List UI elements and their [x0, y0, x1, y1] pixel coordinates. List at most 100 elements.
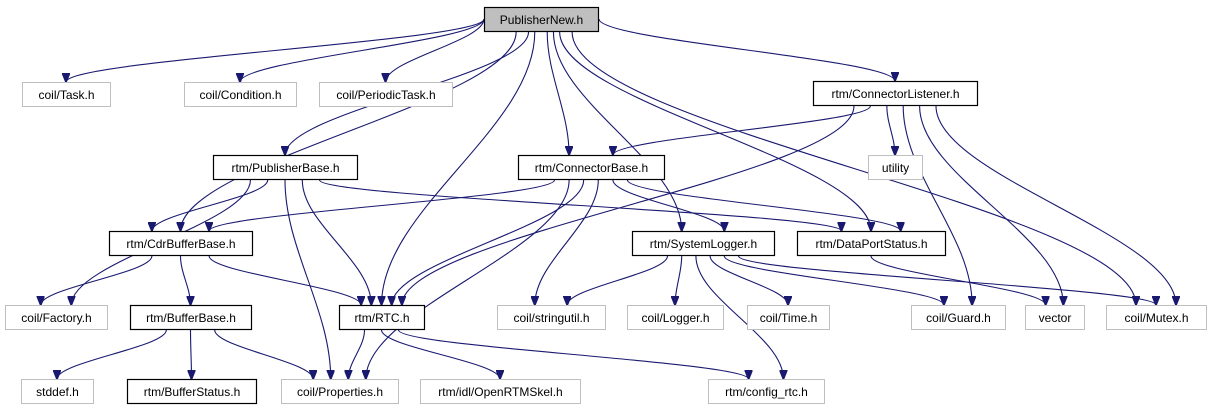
node-box	[627, 305, 724, 330]
edge-publishernew-to-dataportstatus	[559, 31, 871, 231]
node-publisherbase[interactable]: rtm/PublisherBase.h	[212, 154, 359, 181]
edge-publisherbase-to-rtc	[301, 179, 371, 305]
node-label: rtm/config_rtc.h	[725, 385, 808, 399]
edges-layer	[41, 18, 1176, 379]
edge-cdrbufferbase-to-factory	[41, 255, 153, 305]
edge-publishernew-to-connectorbase	[546, 31, 569, 155]
node-rtc[interactable]: rtm/RTC.h	[338, 304, 426, 331]
node-box	[420, 379, 581, 404]
node-box	[108, 230, 254, 257]
node-label: utility	[882, 161, 909, 175]
node-label: stddef.h	[36, 385, 79, 399]
node-condition: coil/Condition.h	[184, 82, 297, 107]
edge-publishernew-to-systemlogger	[552, 31, 681, 231]
node-openrtmskel: rtm/idl/OpenRTMSkel.h	[420, 379, 581, 404]
edge-connectorlistener-to-mutex	[935, 105, 1176, 305]
node-publishernew[interactable]: PublisherNew.h	[483, 6, 600, 33]
edge-publishernew-to-connectorlistener	[598, 18, 895, 81]
node-logger: coil/Logger.h	[627, 305, 724, 330]
node-box	[812, 80, 979, 107]
edge-connectorbase-to-dataportstatus	[626, 179, 901, 231]
node-box	[184, 82, 297, 107]
edge-connectorlistener-to-rtc	[402, 105, 855, 305]
node-label: coil/Task.h	[38, 88, 94, 102]
node-box	[747, 305, 830, 330]
edge-publisherbase-to-cdrbufferbase	[152, 179, 269, 231]
edge-publishernew-to-condition	[240, 18, 485, 82]
node-label: coil/Condition.h	[199, 88, 281, 102]
node-label: vector	[1039, 311, 1072, 325]
node-box	[708, 379, 825, 404]
node-label: coil/Guard.h	[926, 311, 991, 325]
edge-connectorbase-to-systemlogger	[612, 179, 724, 231]
node-box	[281, 379, 399, 404]
node-periodictask: coil/PeriodicTask.h	[319, 82, 453, 107]
edge-publishernew-to-mutex	[571, 31, 1136, 305]
node-label: rtm/BufferStatus.h	[144, 385, 241, 399]
node-box	[319, 82, 453, 107]
edge-connectorlistener-to-connectorbase	[613, 105, 871, 155]
edge-systemlogger-to-time	[709, 255, 788, 305]
node-label: coil/Factory.h	[21, 311, 91, 325]
edge-systemlogger-to-mutex	[737, 255, 1157, 305]
node-dataportstatus[interactable]: rtm/DataPortStatus.h	[796, 230, 947, 257]
edge-publisherbase-to-dataportstatus	[319, 179, 842, 231]
edge-bufferbase-to-stddef	[57, 329, 167, 379]
edge-connectorbase-to-properties	[366, 179, 570, 379]
nodes-layer: PublisherNew.h coil/Task.h coil/Condition.…	[5, 6, 1207, 405]
edge-bufferbase-to-properties	[214, 329, 313, 379]
node-label: PublisherNew.h	[500, 13, 583, 27]
node-cdrbufferbase[interactable]: rtm/CdrBufferBase.h	[108, 230, 254, 257]
node-time: coil/Time.h	[747, 305, 830, 330]
edge-systemlogger-to-stringutil	[567, 255, 669, 305]
node-label: rtm/idl/OpenRTMSkel.h	[438, 385, 562, 399]
node-connectorlistener[interactable]: rtm/ConnectorListener.h	[812, 80, 979, 107]
node-box	[631, 230, 776, 257]
node-box	[338, 304, 426, 331]
node-box	[212, 154, 359, 181]
node-box	[497, 305, 606, 330]
node-label: rtm/ConnectorBase.h	[535, 161, 648, 175]
edge-dataportstatus-to-vector	[870, 255, 1046, 305]
node-label: rtm/PublisherBase.h	[231, 161, 339, 175]
edge-connectorbase-to-rtc	[392, 179, 585, 305]
node-label: coil/Mutex.h	[1124, 311, 1188, 325]
node-box	[5, 305, 108, 330]
node-box	[483, 6, 600, 33]
node-label: rtm/CdrBufferBase.h	[126, 237, 235, 251]
node-label: rtm/DataPortStatus.h	[815, 237, 927, 251]
node-utility: utility	[868, 155, 923, 180]
node-label: coil/Time.h	[760, 311, 818, 325]
node-bufferstatus[interactable]: rtm/BufferStatus.h	[126, 378, 258, 405]
node-box	[1025, 305, 1085, 330]
edge-publishernew-to-rtc	[382, 31, 536, 305]
node-systemlogger[interactable]: rtm/SystemLogger.h	[631, 230, 776, 257]
node-label: rtm/ConnectorListener.h	[831, 87, 959, 101]
node-guard: coil/Guard.h	[911, 305, 1006, 330]
edge-connectorlistener-to-vector	[919, 105, 1064, 305]
node-box	[796, 230, 947, 257]
edge-rtc-to-properties	[348, 329, 366, 379]
edge-connectorlistener-to-guard	[902, 105, 972, 305]
node-connectorbase[interactable]: rtm/ConnectorBase.h	[517, 154, 666, 181]
node-box	[129, 304, 253, 331]
edge-rtc-to-openrtmskel	[380, 329, 501, 379]
edge-systemlogger-to-guard	[723, 255, 944, 305]
edge-bufferbase-to-bufferstatus	[191, 329, 192, 379]
node-label: rtm/BufferBase.h	[146, 311, 236, 325]
node-factory: coil/Factory.h	[5, 305, 108, 330]
edge-publisherbase-to-properties	[284, 179, 331, 379]
edge-cdrbufferbase-to-bufferbase	[179, 255, 191, 305]
node-bufferbase[interactable]: rtm/BufferBase.h	[129, 304, 253, 331]
node-box	[1106, 305, 1207, 330]
node-vector: vector	[1025, 305, 1085, 330]
edge-publishernew-to-task	[66, 18, 485, 82]
edge-systemlogger-to-config_rtc	[695, 255, 784, 379]
node-label: coil/PeriodicTask.h	[336, 88, 435, 102]
edge-publishernew-to-cdrbufferbase	[181, 31, 517, 231]
node-box	[911, 305, 1006, 330]
edge-rtc-to-config_rtc	[397, 329, 749, 379]
node-box	[22, 82, 111, 107]
node-config_rtc: rtm/config_rtc.h	[708, 379, 825, 404]
